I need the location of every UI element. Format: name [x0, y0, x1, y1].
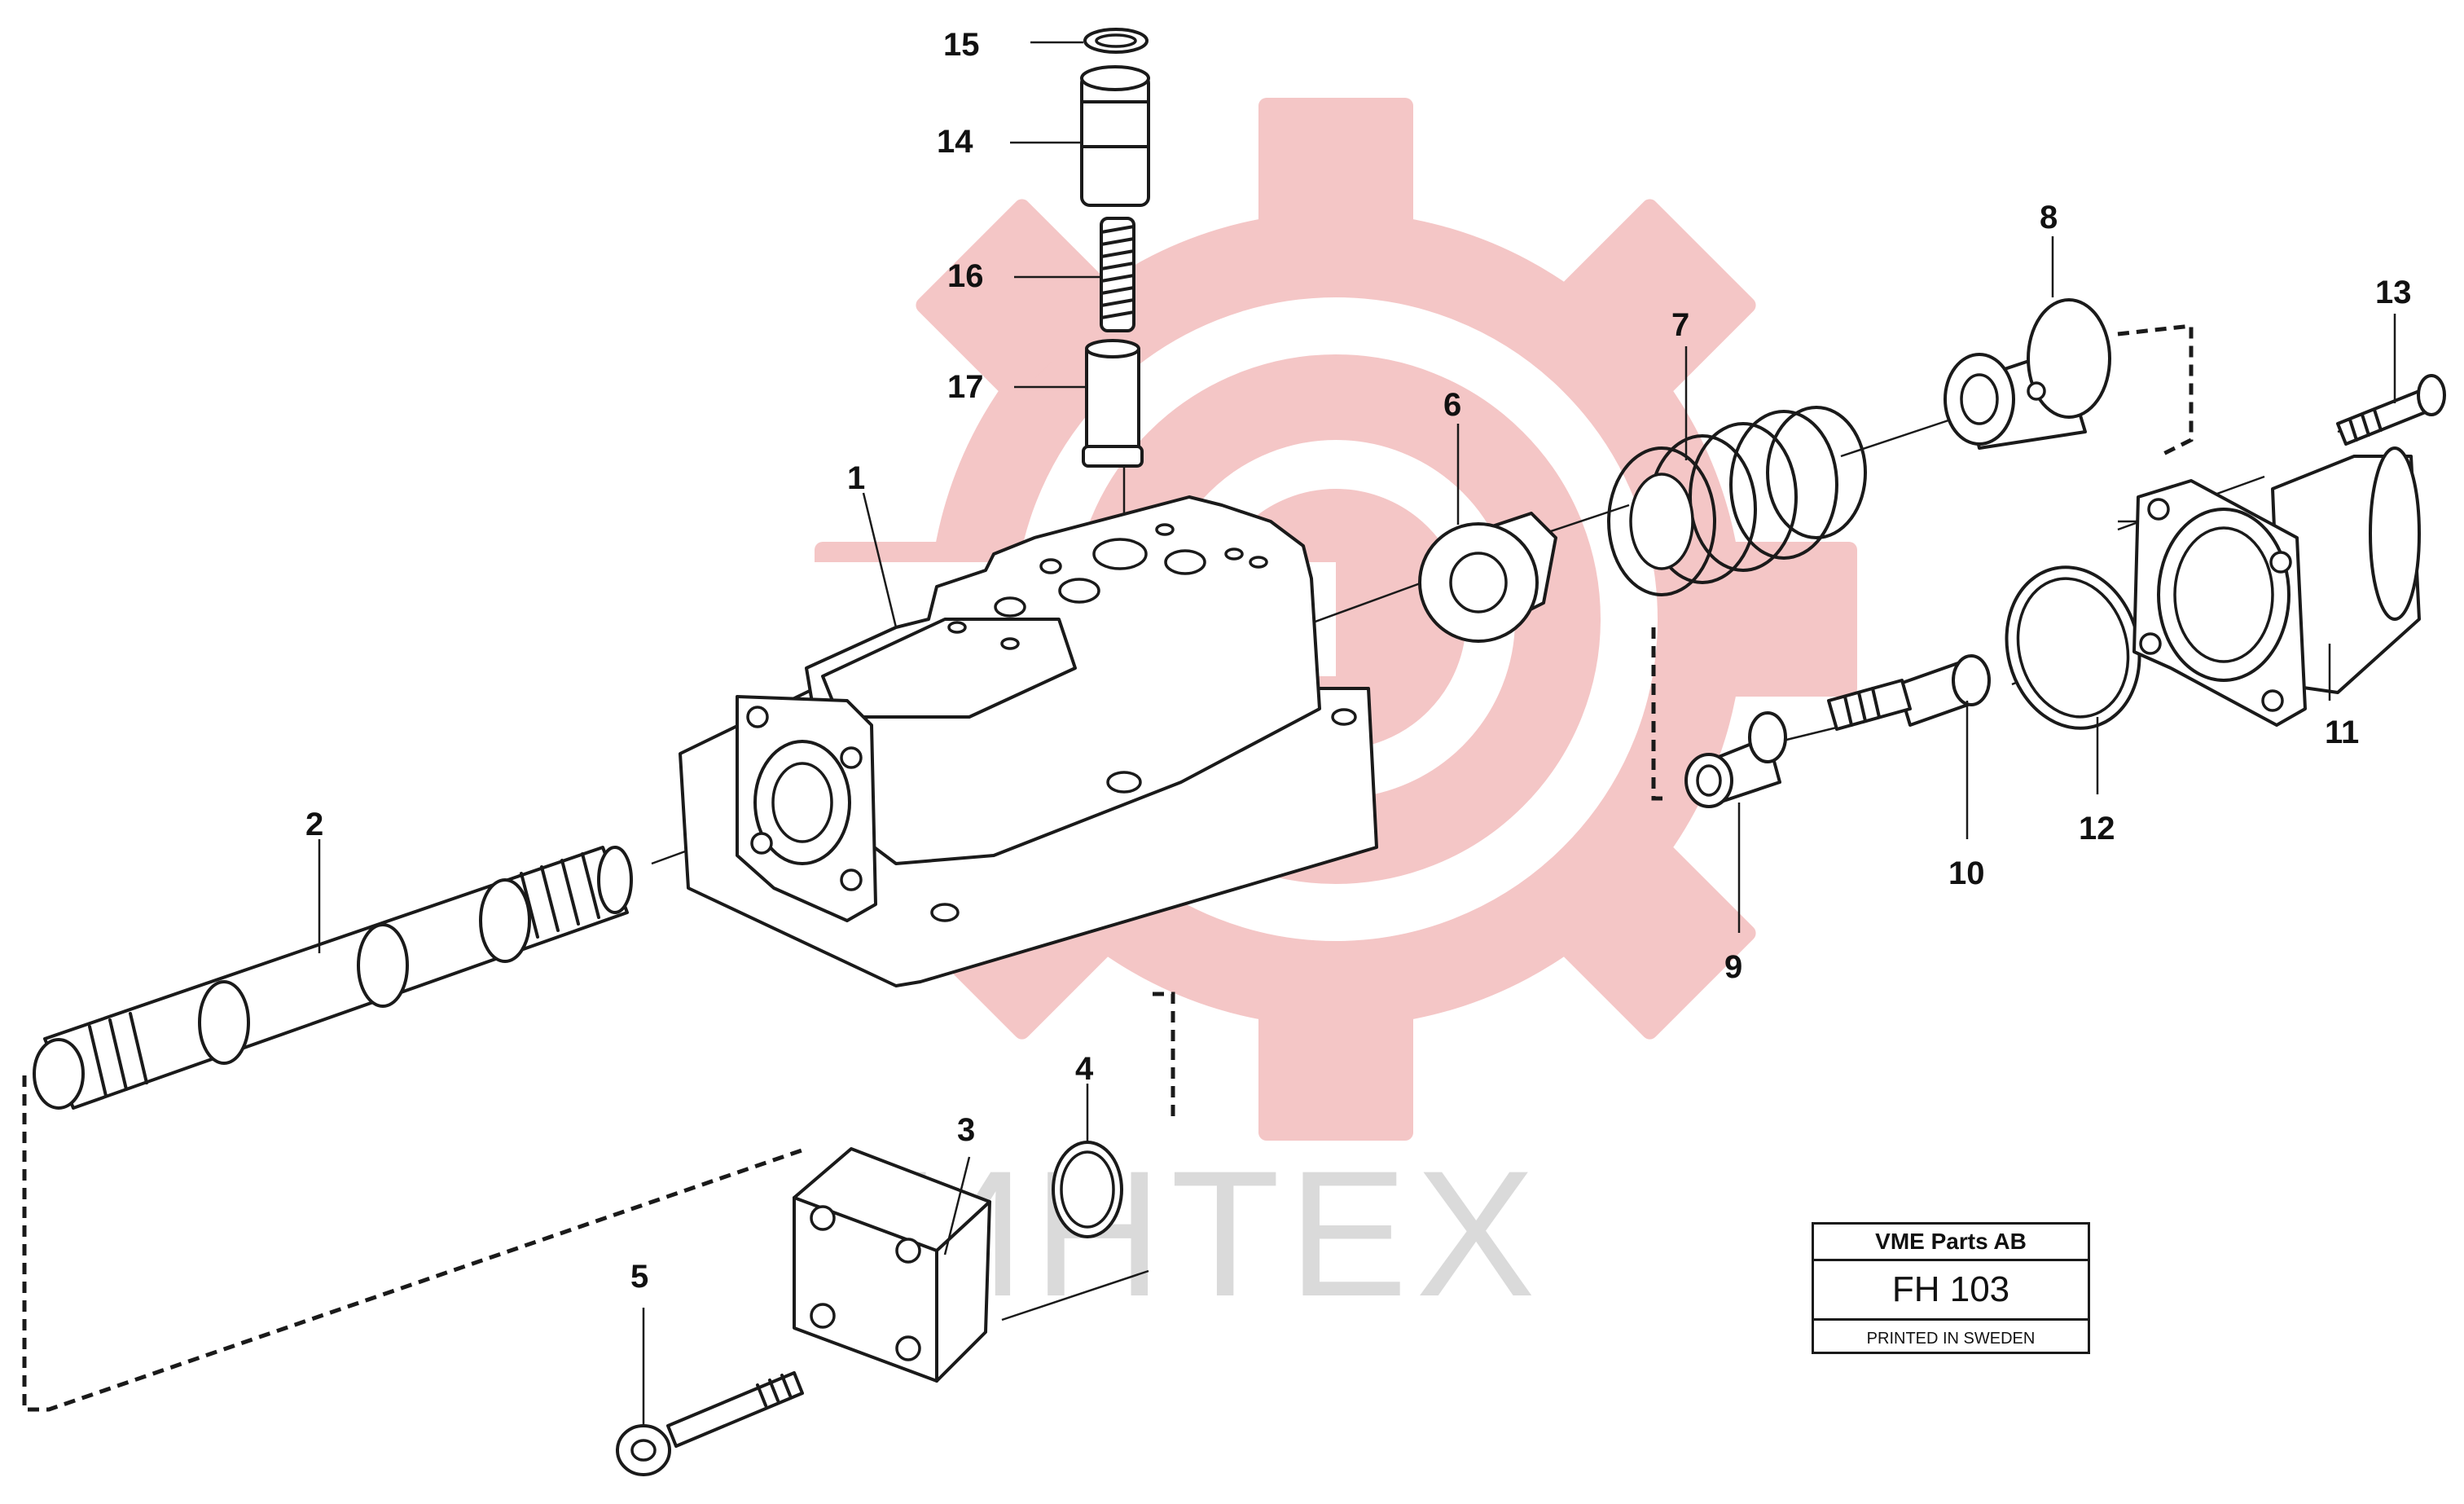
callout-15: 15: [943, 27, 980, 63]
callout-17: 17: [947, 369, 984, 405]
callout-16: 16: [947, 258, 984, 294]
part-17-sleeve: [1082, 339, 1144, 468]
callout-14: 14: [937, 124, 973, 160]
callout-13: 13: [2375, 275, 2412, 310]
part-6-seal-ring: [1418, 512, 1557, 643]
callout-12: 12: [2079, 811, 2115, 847]
part-7-coil-spring: [1607, 406, 1867, 596]
title-block: VME Parts AB FH 103 PRINTED IN SWEDEN: [1812, 1222, 2090, 1354]
part-1-valve-housing: [679, 495, 1378, 987]
callout-7: 7: [1671, 307, 1689, 343]
part-16-spring: [1100, 217, 1135, 332]
callout-8: 8: [2040, 200, 2058, 235]
callout-numbers: 15 14 16 17 1 2 3 4 5 6 7 8 9 10 11 12 1…: [305, 27, 2412, 1295]
part-8-flanged-bushing: [1944, 298, 2111, 450]
part-15-oring: [1083, 28, 1149, 54]
callout-9: 9: [1724, 949, 1742, 985]
title-block-company: VME Parts AB: [1814, 1225, 2088, 1261]
callout-10: 10: [1948, 855, 1985, 891]
callout-1: 1: [847, 460, 865, 496]
part-4-oring: [1052, 1141, 1123, 1238]
callout-2: 2: [305, 807, 323, 842]
watermark-text: ИНТЕХ: [896, 1133, 1544, 1334]
callout-4: 4: [1075, 1051, 1094, 1087]
callout-3: 3: [957, 1112, 975, 1148]
part-9-bushing: [1684, 711, 1787, 808]
dashed-group-brackets: [22, 323, 2194, 1412]
part-3-cover-block: [793, 1147, 991, 1383]
part-11-end-cap: [2132, 446, 2421, 727]
callout-5: 5: [630, 1259, 648, 1295]
title-block-code: FH 103: [1814, 1261, 2088, 1321]
callout-11: 11: [2325, 715, 2359, 750]
part-10-bolt: [1827, 654, 1991, 731]
part-12-gasket: [2005, 565, 2141, 730]
callout-6: 6: [1443, 387, 1461, 423]
part-5-bolt: [616, 1371, 804, 1476]
part-13-screw: [2336, 374, 2446, 446]
title-block-printed: PRINTED IN SWEDEN: [1866, 1329, 2036, 1348]
part-2-splined-shaft: [33, 846, 633, 1110]
callout-leader-lines: [318, 41, 2396, 1426]
part-14-plug: [1080, 65, 1150, 207]
